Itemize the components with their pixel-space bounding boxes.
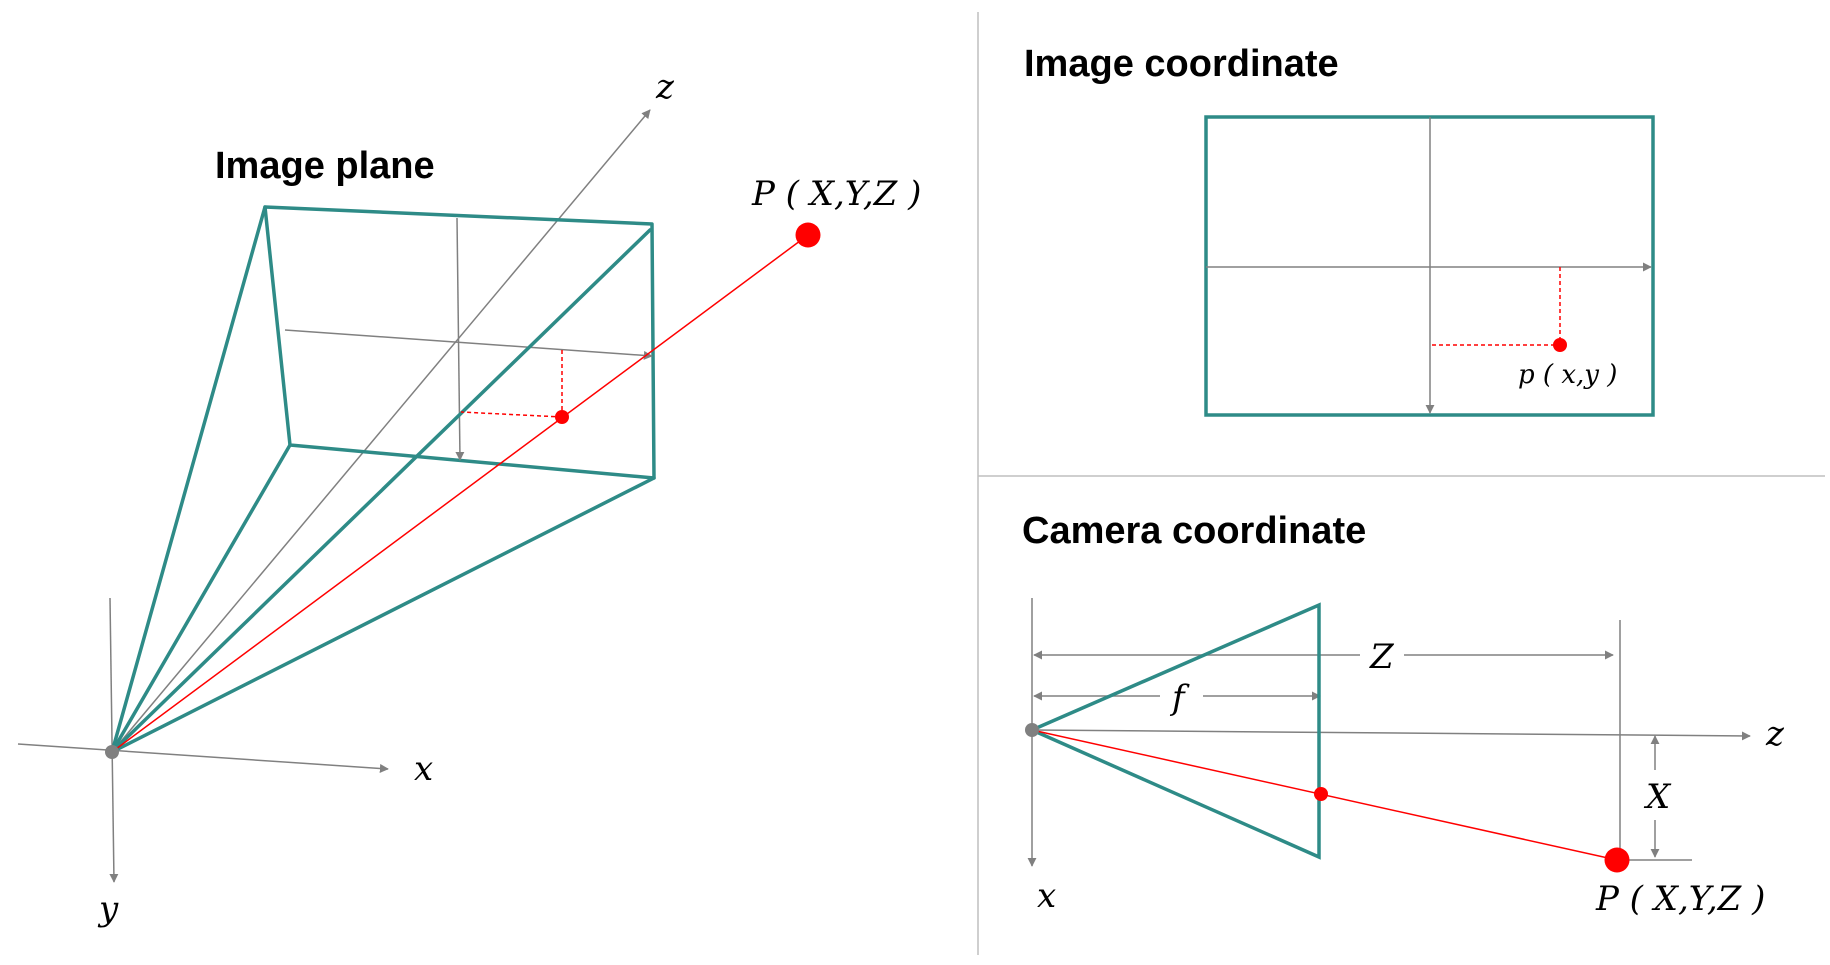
image-point-label: p ( x,y ): [1518, 360, 1617, 390]
frustum-edge-top-left: [110, 205, 267, 754]
frustum-edge-bottom-left: [110, 443, 292, 754]
plane-horizontal-axis: [284, 329, 653, 360]
plane-vertical-axis: [455, 217, 465, 461]
projection-guides: [460, 349, 563, 418]
axis-y-line: [109, 597, 119, 883]
guide-to-vertical-axis: [460, 411, 563, 418]
camera-world-point: [1604, 847, 1630, 873]
camera-origin: [105, 745, 119, 759]
dim-f-label: f: [1169, 678, 1190, 718]
world-point-label: P ( X,Y,Z ): [751, 174, 921, 214]
camera-origin-side: [1025, 723, 1039, 737]
camera-coordinate-panel: Camera coordinate Z f X z x P ( X,Y: [1022, 510, 1785, 919]
camera-projected-point: [1314, 787, 1328, 801]
image-coordinate-title: Image coordinate: [1024, 43, 1339, 85]
world-axes: [17, 109, 651, 883]
panel-dividers: [977, 12, 1825, 955]
frustum-edges: [110, 205, 656, 754]
world-point: [795, 222, 821, 248]
dimension-arrows: [1033, 650, 1660, 858]
frustum-edge-bottom-right: [110, 476, 656, 754]
axis-x-label-side: x: [1037, 876, 1056, 916]
frustum-edge-top-right: [110, 228, 652, 754]
camera-coordinate-title: Camera coordinate: [1022, 510, 1366, 552]
image-point-guides: [1432, 267, 1561, 346]
axis-y-label: y: [97, 889, 119, 929]
dim-X-label: X: [1643, 777, 1672, 817]
axis-z-line: [111, 109, 651, 753]
image-plane-axes: [284, 217, 653, 461]
projected-point: [555, 410, 569, 424]
camera-frustum: [1027, 602, 1321, 860]
image-axes: [1206, 117, 1652, 414]
image-plane-title: Image plane: [215, 145, 435, 187]
projection-ray: [111, 234, 809, 753]
axis-z-label-side: z: [1765, 714, 1785, 754]
z-axis-line: [1031, 729, 1751, 741]
image-point: [1553, 338, 1567, 352]
dim-Z-label: Z: [1369, 637, 1395, 677]
image-plane-3d-panel: Image plane P (: [17, 67, 921, 929]
axis-x-label: x: [414, 749, 433, 789]
camera-world-point-label: P ( X,Y,Z ): [1595, 879, 1765, 919]
image-coordinate-panel: Image coordinate p ( x,y ): [1024, 43, 1655, 417]
axis-x-line: [17, 743, 389, 773]
axis-z-label: z: [655, 67, 675, 107]
